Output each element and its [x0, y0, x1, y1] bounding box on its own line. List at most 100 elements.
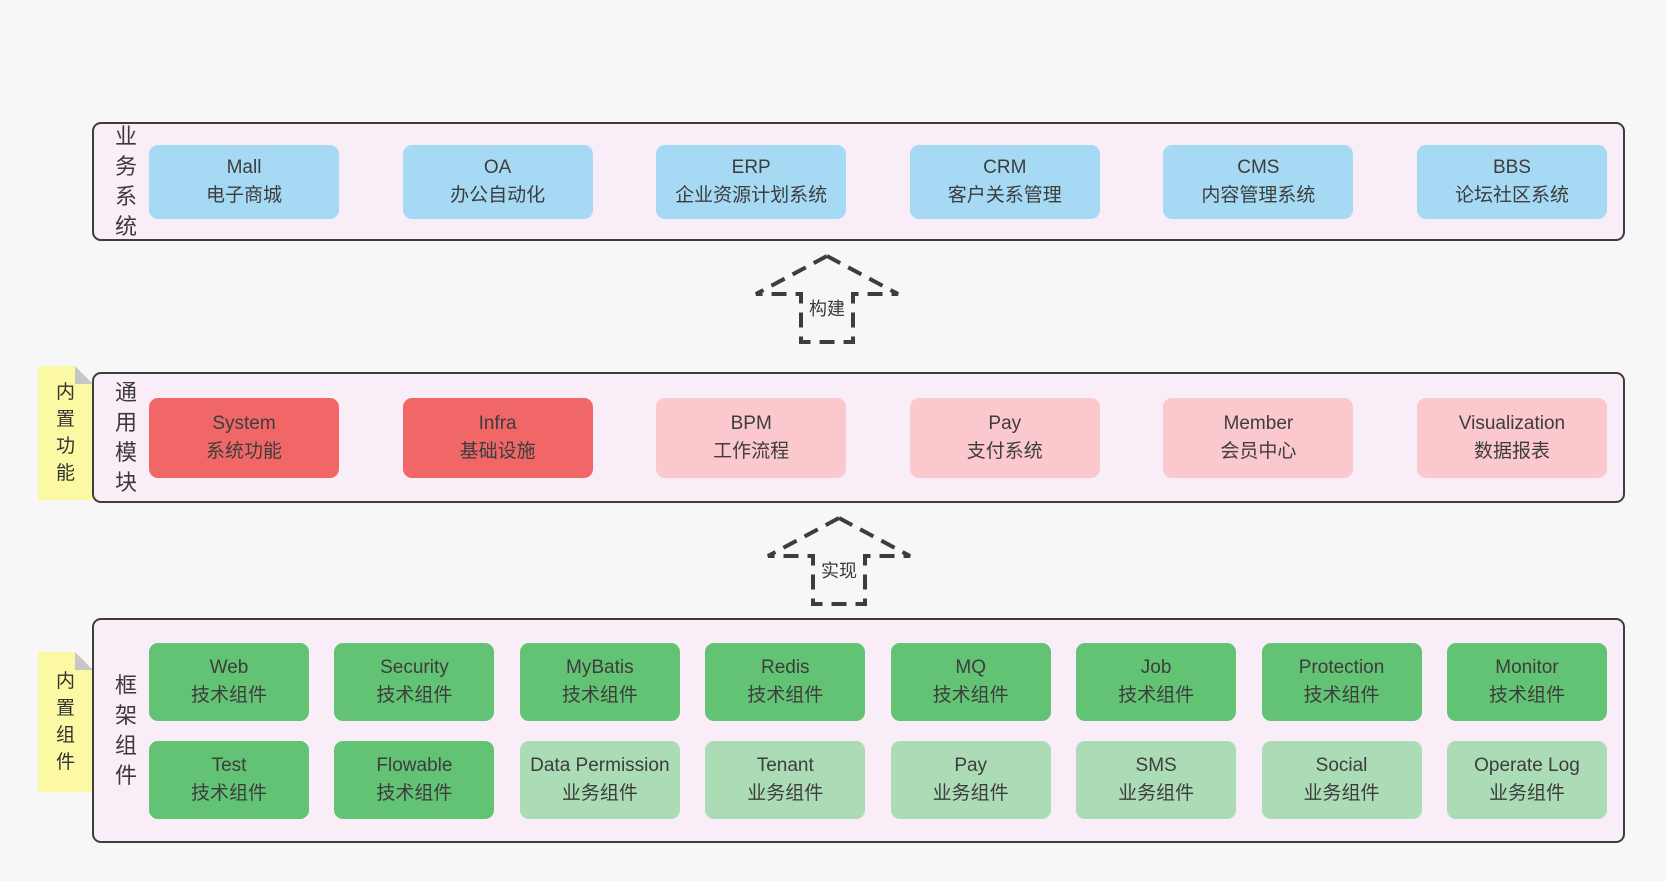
box-name: Flowable: [376, 754, 453, 776]
box-name: Operate Log: [1474, 754, 1580, 776]
framework-components-box-pay: Pay 业务组件: [890, 740, 1051, 819]
arrow-up-icon: [767, 515, 911, 606]
built-in-components-note-label: 内置组件: [55, 671, 75, 773]
common-modules-box-member: Member 会员中心: [1163, 397, 1354, 478]
framework-components-box-social: Social 业务组件: [1261, 740, 1422, 819]
box-desc: 企业资源计划系统: [675, 184, 828, 206]
box-desc: 基础设施: [459, 440, 536, 462]
box-name: CMS: [1237, 156, 1280, 178]
framework-components-box-operate-log: Operate Log 业务组件: [1446, 740, 1607, 819]
box-name: MyBatis: [566, 656, 634, 678]
box-desc: 内容管理系统: [1201, 184, 1316, 206]
framework-components-box-web: Web 技术组件: [149, 642, 309, 721]
box-desc: 技术组件: [190, 684, 267, 706]
business-systems-box-cms: CMS 内容管理系统: [1163, 144, 1354, 219]
box-desc: 支付系统: [966, 440, 1043, 462]
common-modules-side-label: 通用模块: [114, 379, 137, 495]
common-modules-box-system: System 系统功能: [149, 397, 339, 478]
box-desc: 数据报表: [1473, 440, 1550, 462]
box-desc: 系统功能: [205, 440, 282, 462]
business-systems-box-crm: CRM 客户关系管理: [909, 144, 1100, 219]
box-desc: 技术组件: [376, 782, 453, 804]
box-name: Pay: [954, 754, 988, 776]
box-desc: 业务组件: [1303, 782, 1380, 804]
box-name: Job: [1140, 656, 1172, 678]
framework-components-layer: 框架组件 Web 技术组件 Security 技术组件 MyBatis 技术组件 Redis…: [92, 618, 1625, 843]
framework-components-side-label: 框架组件: [114, 672, 137, 788]
box-desc: 办公自动化: [450, 184, 546, 206]
box-desc: 业务组件: [932, 782, 1009, 804]
box-desc: 论坛社区系统: [1454, 184, 1569, 206]
box-desc: 业务组件: [747, 782, 824, 804]
box-desc: 业务组件: [1118, 782, 1195, 804]
box-name: Redis: [760, 656, 810, 678]
framework-components-box-mq: MQ 技术组件: [890, 642, 1051, 721]
box-desc: 技术组件: [747, 684, 824, 706]
framework-components-box-mybatis: MyBatis 技术组件: [519, 642, 680, 721]
box-name: OA: [483, 156, 512, 178]
box-name: Test: [211, 754, 247, 776]
framework-components-box-monitor: Monitor 技术组件: [1446, 642, 1607, 721]
box-name: Web: [209, 656, 249, 678]
common-modules-box-bpm: BPM 工作流程: [656, 397, 847, 478]
box-desc: 电子商城: [205, 184, 282, 206]
common-modules-box-visualization: Visualization 数据报表: [1416, 397, 1607, 478]
built-in-features-note: 内置功能: [38, 366, 93, 500]
arrow-up-icon: [755, 253, 899, 344]
business-systems-box-erp: ERP 企业资源计划系统: [656, 144, 847, 219]
implement-arrow-label: 实现: [818, 559, 860, 583]
box-name: Member: [1223, 412, 1294, 434]
box-desc: 客户关系管理: [947, 184, 1062, 206]
box-name: Monitor: [1495, 656, 1559, 678]
common-modules-boxes: System 系统功能 Infra 基础设施 BPM 工作流程 Pay 支付系统 Member 会…: [149, 374, 1607, 501]
business-systems-side-label: 业务系统: [114, 123, 137, 239]
common-modules-box-pay: Pay 支付系统: [909, 397, 1100, 478]
box-name: Pay: [988, 412, 1022, 434]
box-name: Social: [1315, 754, 1368, 776]
common-modules-row: System 系统功能 Infra 基础设施 BPM 工作流程 Pay 支付系统 Member 会…: [149, 397, 1607, 478]
framework-components-box-protection: Protection 技术组件: [1261, 642, 1422, 721]
box-name: CRM: [983, 156, 1027, 178]
box-desc: 技术组件: [376, 684, 453, 706]
box-name: MQ: [955, 656, 986, 678]
built-in-features-note-label: 内置功能: [55, 382, 75, 484]
box-name: Data Permission: [530, 754, 670, 776]
framework-components-box-test: Test 技术组件: [149, 740, 309, 819]
built-in-components-note: 内置组件: [38, 652, 93, 792]
framework-components-box-flowable: Flowable 技术组件: [334, 740, 495, 819]
box-desc: 会员中心: [1220, 440, 1297, 462]
framework-components-box-sms: SMS 业务组件: [1076, 740, 1237, 819]
box-name: Protection: [1298, 656, 1385, 678]
box-desc: 技术组件: [932, 684, 1009, 706]
box-name: ERP: [731, 156, 771, 178]
box-desc: 工作流程: [713, 440, 790, 462]
box-desc: 技术组件: [1303, 684, 1380, 706]
box-name: Infra: [478, 412, 517, 434]
implement-arrow: 实现: [764, 515, 914, 607]
common-modules-layer: 通用模块 System 系统功能 Infra 基础设施 BPM 工作流程 Pay 支付系统 Me…: [92, 372, 1625, 503]
box-desc: 技术组件: [1488, 684, 1565, 706]
framework-components-box-security: Security 技术组件: [334, 642, 495, 721]
box-name: BPM: [730, 412, 772, 434]
box-desc: 技术组件: [561, 684, 638, 706]
business-systems-box-oa: OA 办公自动化: [402, 144, 593, 219]
box-desc: 技术组件: [190, 782, 267, 804]
box-name: Security: [380, 656, 449, 678]
box-name: SMS: [1135, 754, 1177, 776]
common-modules-box-infra: Infra 基础设施: [402, 397, 593, 478]
box-name: System: [212, 412, 276, 434]
box-name: Visualization: [1458, 412, 1566, 434]
build-arrow: 构建: [752, 253, 902, 345]
box-desc: 业务组件: [1488, 782, 1565, 804]
